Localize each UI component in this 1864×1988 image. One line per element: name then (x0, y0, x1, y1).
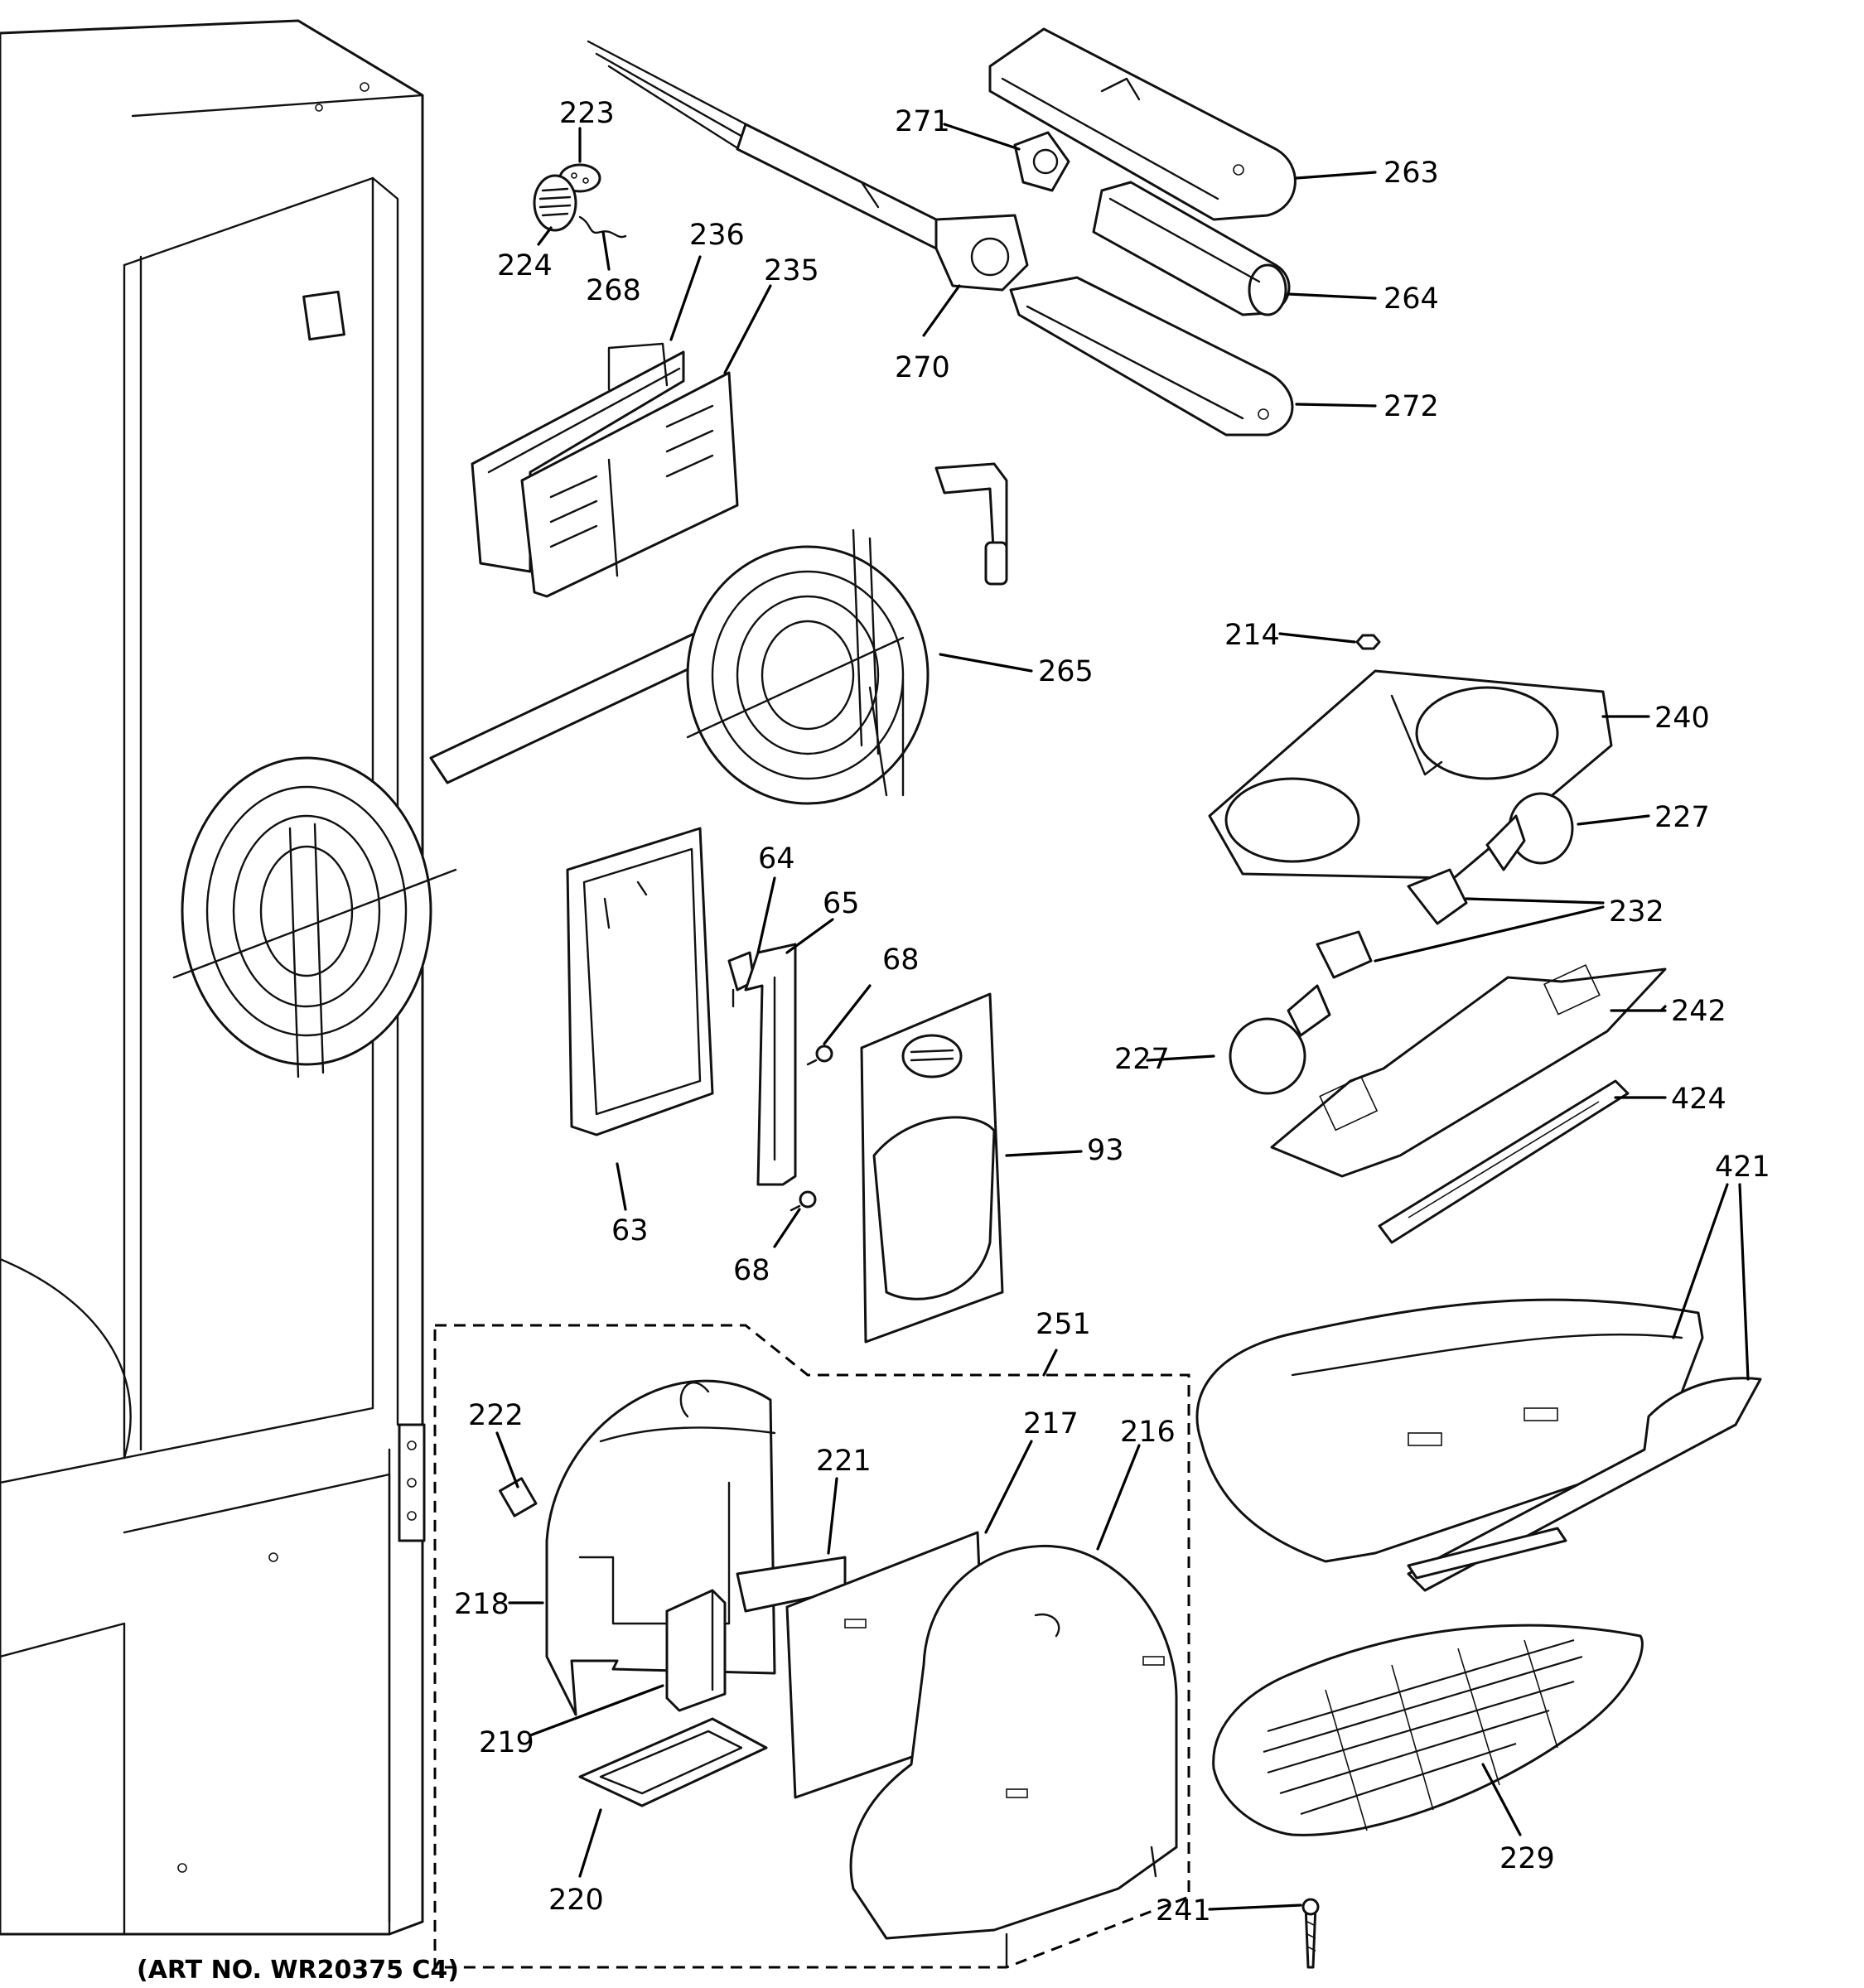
filter-bypass-plug (1013, 131, 1070, 192)
art-number: (ART NO. WR20375 C4) (137, 1956, 459, 1985)
light-board (1378, 1079, 1630, 1244)
filter-cover-top (988, 27, 1297, 221)
dispenser-housing-frame (566, 827, 714, 1136)
callout-251: 251 (1036, 1308, 1091, 1341)
callout-93: 93 (1087, 1134, 1124, 1167)
callout-65: 65 (823, 887, 860, 920)
callout-236: 236 (689, 219, 745, 252)
light-socket (1407, 868, 1468, 925)
callout-241: 241 (1156, 1894, 1211, 1928)
water-line (587, 40, 979, 267)
water-filter-cartridge (1092, 181, 1291, 316)
tray-trim (1407, 1377, 1762, 1592)
callout-235: 235 (764, 254, 819, 287)
callout-labels: 223 224 268 236 235 271 270 263 264 272 … (454, 97, 1770, 1928)
nut (1355, 634, 1381, 650)
callout-221: 221 (816, 1445, 872, 1478)
assembly-outline (433, 1324, 1190, 1969)
callout-214: 214 (1224, 619, 1280, 652)
screw (806, 1045, 833, 1066)
callout-63: 63 (611, 1214, 649, 1247)
callout-leaders (495, 123, 1750, 1911)
callout-268: 268 (586, 274, 641, 307)
callout-227: 227 (1654, 801, 1710, 834)
dispenser-actuator-paddle (520, 371, 739, 598)
callout-218: 218 (454, 1588, 509, 1621)
light-housing (1270, 963, 1667, 1178)
screw (790, 1190, 817, 1212)
callout-223: 223 (559, 97, 615, 130)
wire-clip (578, 215, 627, 239)
callout-64: 64 (758, 842, 795, 876)
spill-grille (1212, 1624, 1644, 1836)
callout-219: 219 (479, 1726, 534, 1759)
callout-263: 263 (1384, 157, 1439, 190)
callout-242: 242 (1671, 995, 1726, 1028)
callout-270: 270 (895, 351, 950, 384)
switch-bracket (744, 943, 797, 1186)
gasket-strip (499, 1477, 538, 1518)
callout-232: 232 (1609, 895, 1664, 929)
callout-264: 264 (1384, 282, 1439, 316)
damper-block (665, 1589, 727, 1712)
filter-cover-bottom (1009, 276, 1294, 437)
ice-crusher-housing (545, 1379, 776, 1716)
callout-216: 216 (1120, 1416, 1176, 1449)
dispenser-cover (860, 992, 1004, 1344)
water-tank-coil (172, 462, 1008, 1078)
grille-cap (533, 174, 577, 232)
callout-265: 265 (1038, 655, 1094, 688)
light-bulb (1485, 792, 1574, 871)
gasket-frame (578, 1717, 768, 1807)
callout-217: 217 (1023, 1407, 1079, 1440)
callout-220: 220 (548, 1884, 604, 1917)
callout-272: 272 (1384, 390, 1439, 423)
callout-424: 424 (1671, 1083, 1726, 1116)
light-socket (1316, 930, 1373, 979)
callout-222: 222 (468, 1399, 524, 1432)
callout-421: 421 (1715, 1151, 1770, 1184)
callout-224: 224 (497, 249, 553, 282)
callout-229: 229 (1499, 1842, 1555, 1875)
callout-227-lower: 227 (1114, 1043, 1170, 1076)
callout-240: 240 (1654, 702, 1710, 735)
dispenser-tray (1195, 1298, 1704, 1563)
screw (1301, 1898, 1320, 1969)
callout-68-lower: 68 (733, 1254, 770, 1287)
duct-cover (849, 1545, 1178, 1969)
callout-271: 271 (895, 105, 950, 138)
light-bulb (1229, 984, 1331, 1095)
filter-head (934, 214, 1029, 292)
callout-68: 68 (882, 943, 920, 977)
